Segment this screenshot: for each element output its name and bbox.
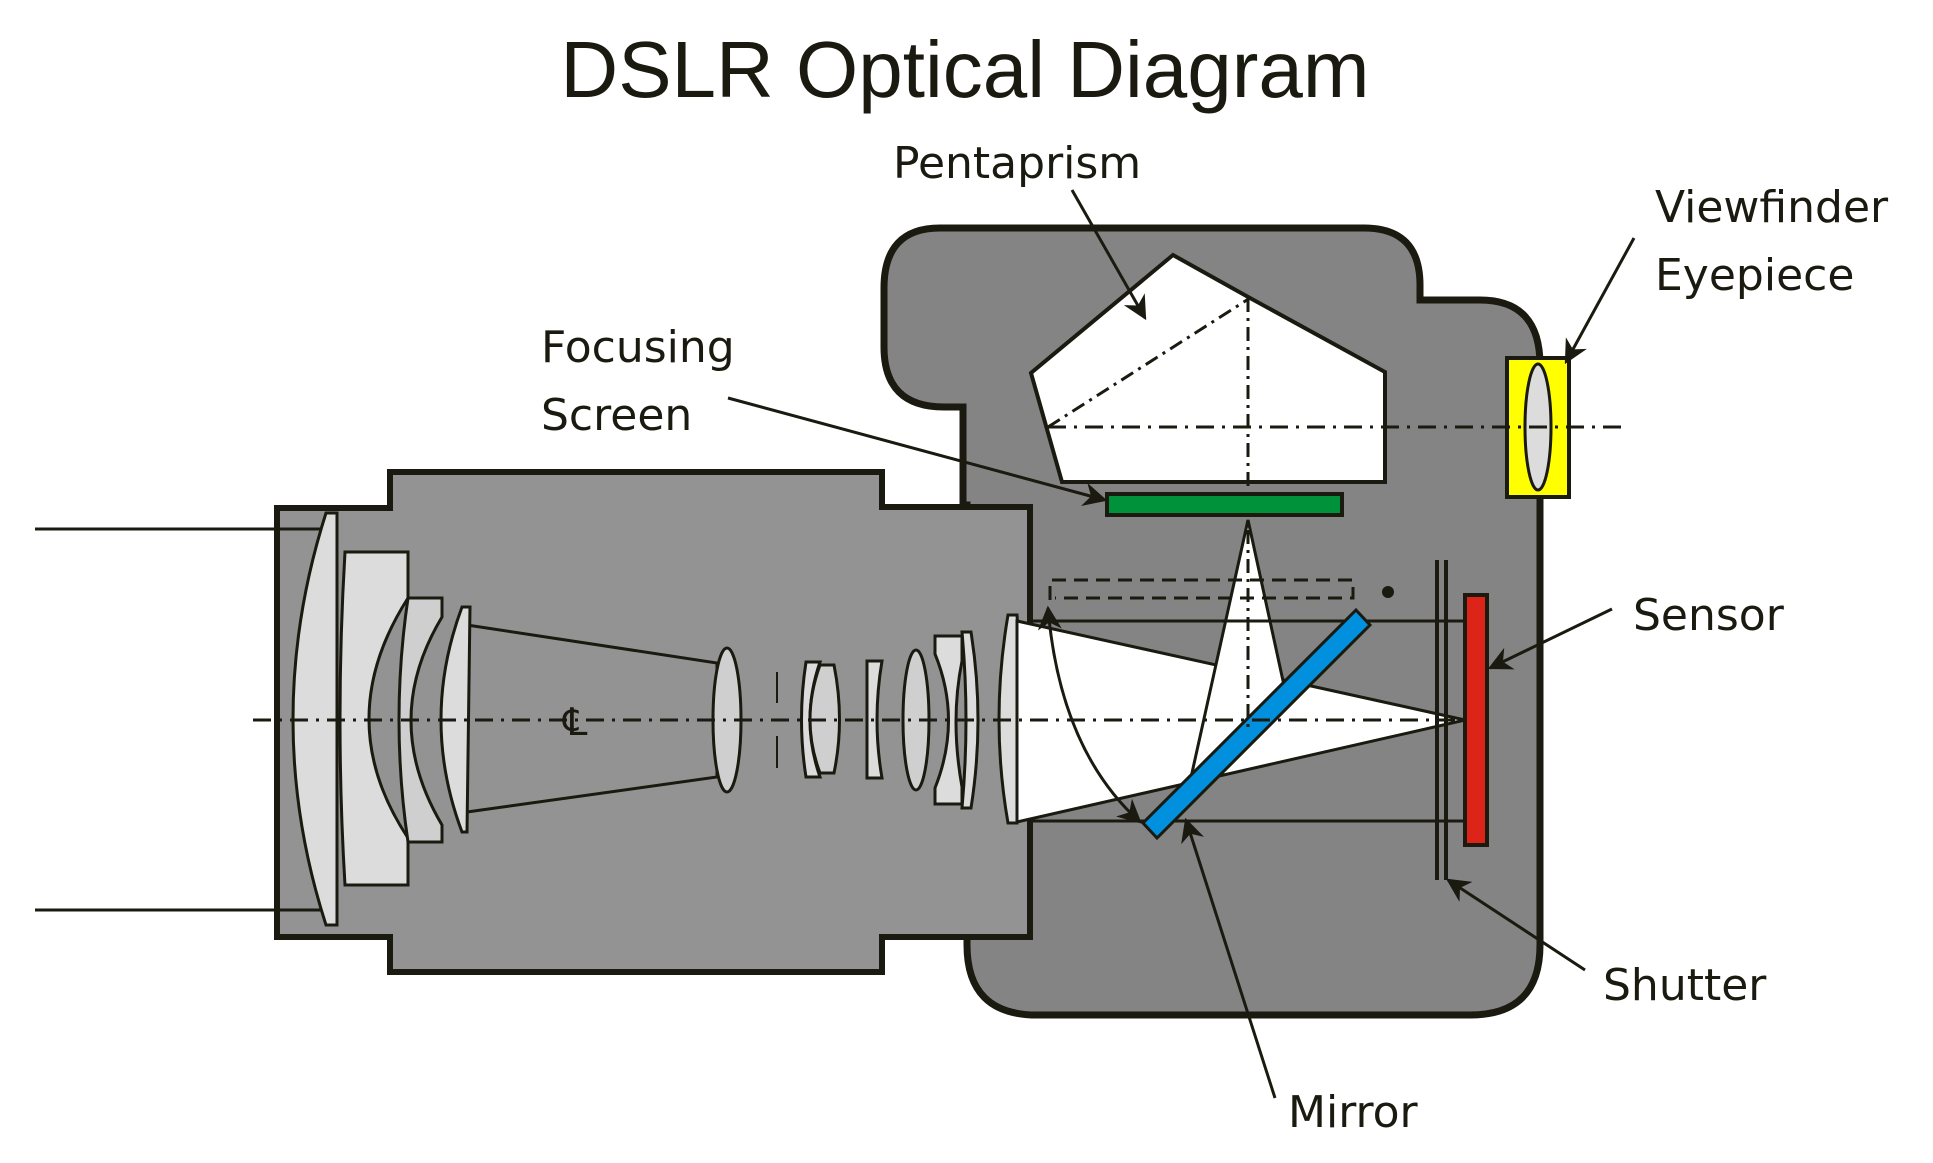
pointer-pentaprism: [1070, 189, 1147, 321]
label-focusing-screen-2: Screen: [541, 390, 692, 441]
label-sensor: Sensor: [1633, 590, 1785, 641]
mirror: [1140, 607, 1373, 841]
lens-element-2: [338, 550, 410, 887]
lens-element-1: [291, 511, 339, 927]
mirror-up-position: [1048, 578, 1355, 600]
mirror-pivot: [1382, 586, 1394, 598]
lens-element-3: [397, 596, 444, 844]
pointer-focusing-screen: [727, 396, 1108, 506]
pointer-viewfinder: [1564, 237, 1636, 365]
label-pentaprism: Pentaprism: [893, 138, 1141, 189]
label-viewfinder-1: Viewfinder: [1655, 182, 1889, 233]
centerline-symbol: ℄: [562, 700, 588, 744]
prism-path-diagonal: [1047, 296, 1251, 429]
lens-barrel: [274, 469, 1033, 975]
pointer-shutter: [1445, 878, 1586, 972]
diagram-title: DSLR Optical Diagram: [560, 25, 1369, 114]
label-viewfinder-2: Eyepiece: [1655, 250, 1854, 301]
focusing-screen: [1105, 492, 1344, 517]
mirror-swing-arc: [1037, 605, 1142, 824]
sensor: [1463, 593, 1489, 847]
pointer-mirror: [1181, 817, 1277, 1099]
lens-element-8: [865, 659, 884, 780]
pointer-sensor: [1487, 607, 1613, 670]
label-focusing-screen-1: Focusing: [541, 322, 735, 373]
label-mirror: Mirror: [1288, 1087, 1419, 1138]
label-shutter: Shutter: [1603, 960, 1767, 1011]
